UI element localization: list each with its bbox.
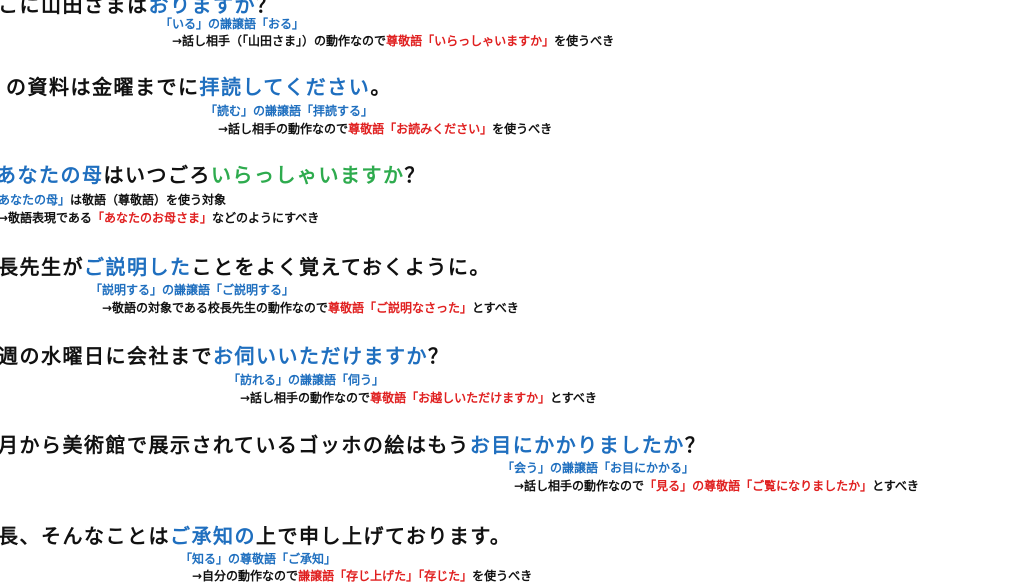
- sentence-1-note-1: 「いる」の謙譲語「おる」: [160, 16, 304, 32]
- sentence-4-note-2: →敬語の対象である校長先生の動作なので尊敬語「ご説明なさった」とすべき: [102, 300, 519, 316]
- note-segment: 「あなたのお母さま」: [91, 211, 212, 225]
- note-segment: 尊敬語「お越しいただけますか」: [370, 391, 551, 405]
- sentence-5-note-2: →話し相手の動作なので尊敬語「お越しいただけますか」とすべき: [240, 390, 597, 406]
- note-segment: 尊敬語「お読みください」: [348, 122, 493, 136]
- text-segment: 週の水曜日に会社まで: [0, 344, 213, 368]
- highlight-segment: あなたの母: [0, 163, 104, 187]
- text-segment: はいつごろ: [103, 163, 211, 187]
- text-segment: ことをよく覚えておくように。: [191, 255, 491, 279]
- note-segment: 「説明する」の謙譲語「ご説明する」: [90, 283, 295, 297]
- note-segment: →敬語表現である: [0, 211, 92, 225]
- highlight-segment: 拝読してください: [199, 75, 371, 99]
- note-segment: →話し相手（「山田さま」）の動作なので: [172, 34, 387, 48]
- sentence-6-text: 月から美術館で展示されているゴッホの絵はもうお目にかかりましたか？: [0, 432, 706, 458]
- sentence-4-text: 長先生がご説明したことをよく覚えておくように。: [0, 254, 491, 280]
- note-segment: →話し相手の動作なので: [514, 479, 645, 493]
- text-segment: こに山田さまは: [0, 0, 149, 17]
- note-segment: を使うべき: [472, 569, 533, 583]
- text-segment: の資料は金曜までに: [6, 75, 200, 99]
- sentence-4-note-1: 「説明する」の謙譲語「ご説明する」: [90, 282, 294, 298]
- highlight-segment: ご承知の: [170, 524, 256, 548]
- sentence-7-text: 長、そんなことはご承知の上で申し上げております。: [0, 523, 511, 549]
- text-segment: ？: [428, 344, 450, 368]
- highlight-segment: おりますか: [148, 0, 256, 17]
- highlight-segment: いらっしゃいますか: [211, 163, 405, 187]
- note-segment: 謙譲語「存じ上げた」「存じた」: [298, 569, 473, 583]
- note-segment: とすべき: [550, 391, 597, 405]
- sentence-5-note-1: 「訪れる」の謙譲語「伺う」: [228, 372, 384, 388]
- note-segment: を使うべき: [492, 122, 553, 136]
- highlight-segment: お目にかかりましたか: [469, 433, 685, 457]
- text-segment: 月から美術館で展示されているゴッホの絵はもう: [0, 433, 470, 457]
- sentence-6-note-2: →話し相手の動作なので「見る」の尊敬語「ご覧になりましたか」とすべき: [514, 478, 919, 494]
- note-segment: →自分の動作なので: [192, 569, 299, 583]
- note-segment: 「訪れる」の謙譲語「伺う」: [228, 373, 385, 387]
- text-segment: 長先生が: [0, 255, 84, 279]
- note-segment: 尊敬語「ご説明なさった」: [327, 301, 472, 315]
- note-segment: は敬語（尊敬語）を使う対象: [70, 193, 227, 207]
- text-segment: ？: [256, 0, 278, 17]
- note-segment: 「知る」の尊敬語「ご承知」: [180, 552, 337, 566]
- text-segment: ？: [404, 163, 426, 187]
- note-segment: を使うべき: [554, 34, 615, 48]
- highlight-segment: お伺いいただけますか: [213, 344, 428, 368]
- sentence-1-note-2: →話し相手（「山田さま」）の動作なので尊敬語「いらっしゃいますか」を使うべき: [172, 33, 614, 49]
- sentence-2-text: の資料は金曜までに拝読してください。: [6, 74, 392, 100]
- note-segment: 「見る」の尊敬語「ご覧になりましたか」: [644, 479, 873, 493]
- text-segment: 上で申し上げております。: [256, 524, 512, 548]
- sentence-6-note-1: 「会う」の謙譲語「お目にかかる」: [502, 460, 694, 476]
- note-segment: などのようにすべき: [211, 211, 320, 225]
- sentence-5-text: 週の水曜日に会社までお伺いいただけますか？: [0, 343, 450, 369]
- text-segment: 。: [370, 75, 392, 99]
- note-segment: →話し相手の動作なので: [218, 122, 349, 136]
- sentence-7-note-2: →自分の動作なので謙譲語「存じ上げた」「存じた」を使うべき: [192, 568, 532, 584]
- sentence-3-note-2: →敬語表現である「あなたのお母さま」などのようにすべき: [0, 210, 319, 226]
- text-segment: 長、そんなことは: [0, 524, 170, 548]
- sentence-7-note-1: 「知る」の尊敬語「ご承知」: [180, 551, 336, 567]
- sentence-2-note-1: 「読む」の謙譲語「拝読する」: [205, 103, 373, 119]
- note-segment: →敬語の対象である校長先生の動作なので: [102, 301, 328, 315]
- note-segment: とすべき: [471, 301, 519, 315]
- note-segment: 「読む」の謙譲語「拝読する」: [205, 104, 374, 118]
- sentence-2-note-2: →話し相手の動作なので尊敬語「お読みください」を使うべき: [218, 121, 552, 137]
- text-segment: ？: [684, 433, 707, 457]
- note-segment: 尊敬語「いらっしゃいますか」: [386, 34, 555, 48]
- note-segment: あなたの母」: [0, 193, 71, 207]
- note-segment: 「会う」の謙譲語「お目にかかる」: [502, 461, 695, 475]
- sentence-3-note-1: あなたの母」は敬語（尊敬語）を使う対象: [0, 192, 226, 208]
- sentence-1-text: こに山田さまはおりますか？: [0, 0, 278, 18]
- note-segment: 「いる」の謙譲語「おる」: [160, 17, 305, 31]
- highlight-segment: ご説明した: [84, 255, 192, 279]
- sentence-3-text: あなたの母はいつごろいらっしゃいますか？: [0, 162, 426, 188]
- note-segment: →話し相手の動作なので: [240, 391, 371, 405]
- note-segment: とすべき: [872, 479, 919, 493]
